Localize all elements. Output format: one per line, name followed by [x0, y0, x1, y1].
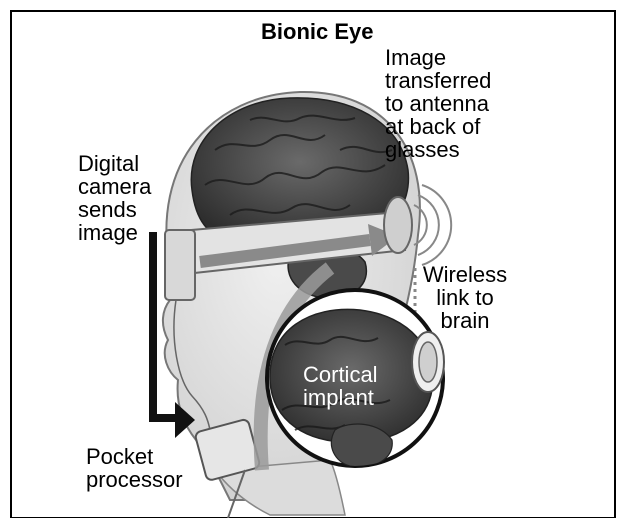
glasses-lens	[165, 230, 195, 300]
label-line: brain	[420, 309, 510, 332]
label-line: implant	[303, 386, 378, 409]
antenna	[384, 197, 412, 253]
label-line: Pocket	[86, 445, 183, 468]
label-line: Image	[385, 46, 491, 69]
label-line: Wireless	[420, 263, 510, 286]
label-line: at back of	[385, 115, 491, 138]
label-line: Cortical	[303, 363, 378, 386]
label-image-transferred: Image transferred to antenna at back of …	[385, 46, 491, 161]
label-cortical-implant: Cortical implant	[303, 363, 378, 409]
figure-title: Bionic Eye	[261, 20, 373, 44]
label-line: image	[78, 221, 151, 244]
label-line: camera	[78, 175, 151, 198]
label-line: transferred	[385, 69, 491, 92]
label-line: Digital	[78, 152, 151, 175]
inset-cerebellum	[331, 424, 392, 467]
label-line: processor	[86, 468, 183, 491]
label-wireless-link: Wireless link to brain	[420, 263, 510, 332]
label-line: glasses	[385, 138, 491, 161]
label-line: sends	[78, 198, 151, 221]
label-digital-camera: Digital camera sends image	[78, 152, 151, 244]
label-pocket-processor: Pocket processor	[86, 445, 183, 491]
label-line: link to	[420, 286, 510, 309]
label-line: to antenna	[385, 92, 491, 115]
